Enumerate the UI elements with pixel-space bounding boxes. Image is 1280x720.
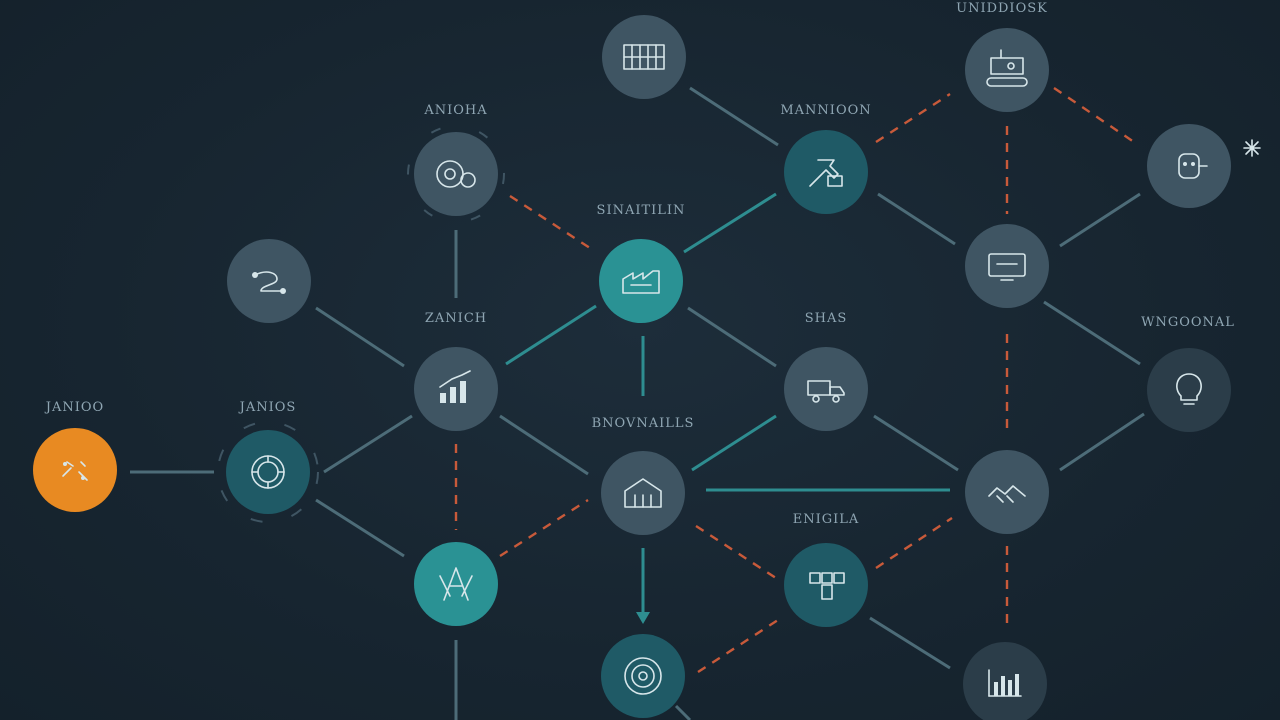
tools-icon: [809, 159, 843, 187]
ledger-icon: [623, 44, 665, 70]
edge-dashed: [875, 92, 951, 144]
edge: [674, 704, 692, 720]
edge: [1059, 192, 1141, 248]
edge-dashed: [697, 618, 779, 674]
edge: [687, 306, 777, 368]
node-ring[interactable]: [217, 421, 319, 523]
wrench-icon: [62, 461, 88, 481]
chart-up-icon: [439, 370, 471, 403]
warehouse-icon: [624, 478, 662, 508]
factory-icon: [622, 270, 660, 294]
node-puzzle[interactable]: [784, 543, 868, 627]
node-handshake[interactable]: [965, 450, 1049, 534]
node-truck[interactable]: [784, 347, 868, 431]
label-center-bottom: BNOVNAILLS: [592, 416, 695, 431]
node-compass[interactable]: [414, 542, 498, 626]
bar-chart-icon: [988, 669, 1022, 697]
label-center-top: SINAITILIN: [597, 203, 686, 218]
edge: [315, 306, 405, 368]
node-monitor[interactable]: [965, 224, 1049, 308]
robot-icon: [1178, 153, 1208, 179]
route-icon: [252, 271, 286, 294]
label-top-left-cluster: ANIOHA: [423, 103, 487, 118]
edge-teal: [691, 414, 777, 472]
node-ledger[interactable]: [602, 15, 686, 99]
node-chart-up[interactable]: [414, 347, 498, 431]
node-target[interactable]: [601, 634, 685, 718]
edge-dashed: [695, 524, 777, 580]
edge-dashed: [875, 516, 953, 570]
edge: [689, 86, 779, 147]
node-tools[interactable]: [784, 130, 868, 214]
edge: [877, 192, 956, 246]
node-gear[interactable]: [407, 125, 505, 223]
bulb-icon: [1176, 373, 1202, 405]
edge: [315, 498, 405, 558]
label-mid-left: ZANICH: [425, 311, 487, 326]
arrowhead: [636, 612, 650, 624]
label-far-right: WNGOONAL: [1141, 315, 1235, 330]
conveyor-icon: [986, 49, 1028, 87]
label-left-second: JANIOS: [238, 400, 297, 415]
label-top-mid-right: MANNIOON: [780, 103, 871, 118]
node-robot[interactable]: [1147, 124, 1231, 208]
node-conveyor[interactable]: [965, 28, 1049, 112]
sparkle-icon: [1243, 139, 1261, 157]
edge-dashed: [1053, 87, 1135, 143]
node-bulb[interactable]: [1147, 348, 1231, 432]
edge-teal: [683, 192, 777, 254]
edge-dashed: [509, 194, 591, 250]
truck-icon: [807, 380, 845, 403]
edge: [1059, 412, 1145, 472]
edge: [323, 414, 413, 474]
nodes: [33, 15, 1261, 720]
label-lower-mid-right: ENIGILA: [793, 512, 860, 527]
label-top-right: UNIDDIOSK: [956, 1, 1048, 16]
node-start[interactable]: [33, 428, 117, 512]
node-warehouse[interactable]: [601, 451, 685, 535]
labels: UNIDDIOSK ANIOHA MANNIOON SINAITILIN ZAN…: [44, 1, 1235, 527]
edge: [873, 414, 959, 472]
handshake-icon: [988, 485, 1026, 503]
edges: [130, 86, 1145, 720]
edge: [499, 414, 589, 476]
edge-teal: [505, 304, 597, 366]
node-route[interactable]: [227, 239, 311, 323]
label-far-left: JANIOO: [44, 400, 104, 415]
puzzle-icon: [809, 572, 845, 600]
label-mid-right: SHAS: [805, 311, 848, 326]
gear-icon: [436, 160, 476, 188]
edge: [1043, 300, 1141, 366]
node-bar-chart[interactable]: [963, 642, 1047, 720]
monitor-icon: [988, 253, 1026, 281]
edge-dashed: [499, 498, 589, 558]
compass-icon: [439, 567, 473, 601]
edge: [869, 616, 951, 670]
target-icon: [624, 657, 662, 695]
node-factory[interactable]: [599, 239, 683, 323]
ring-icon: [251, 455, 285, 489]
